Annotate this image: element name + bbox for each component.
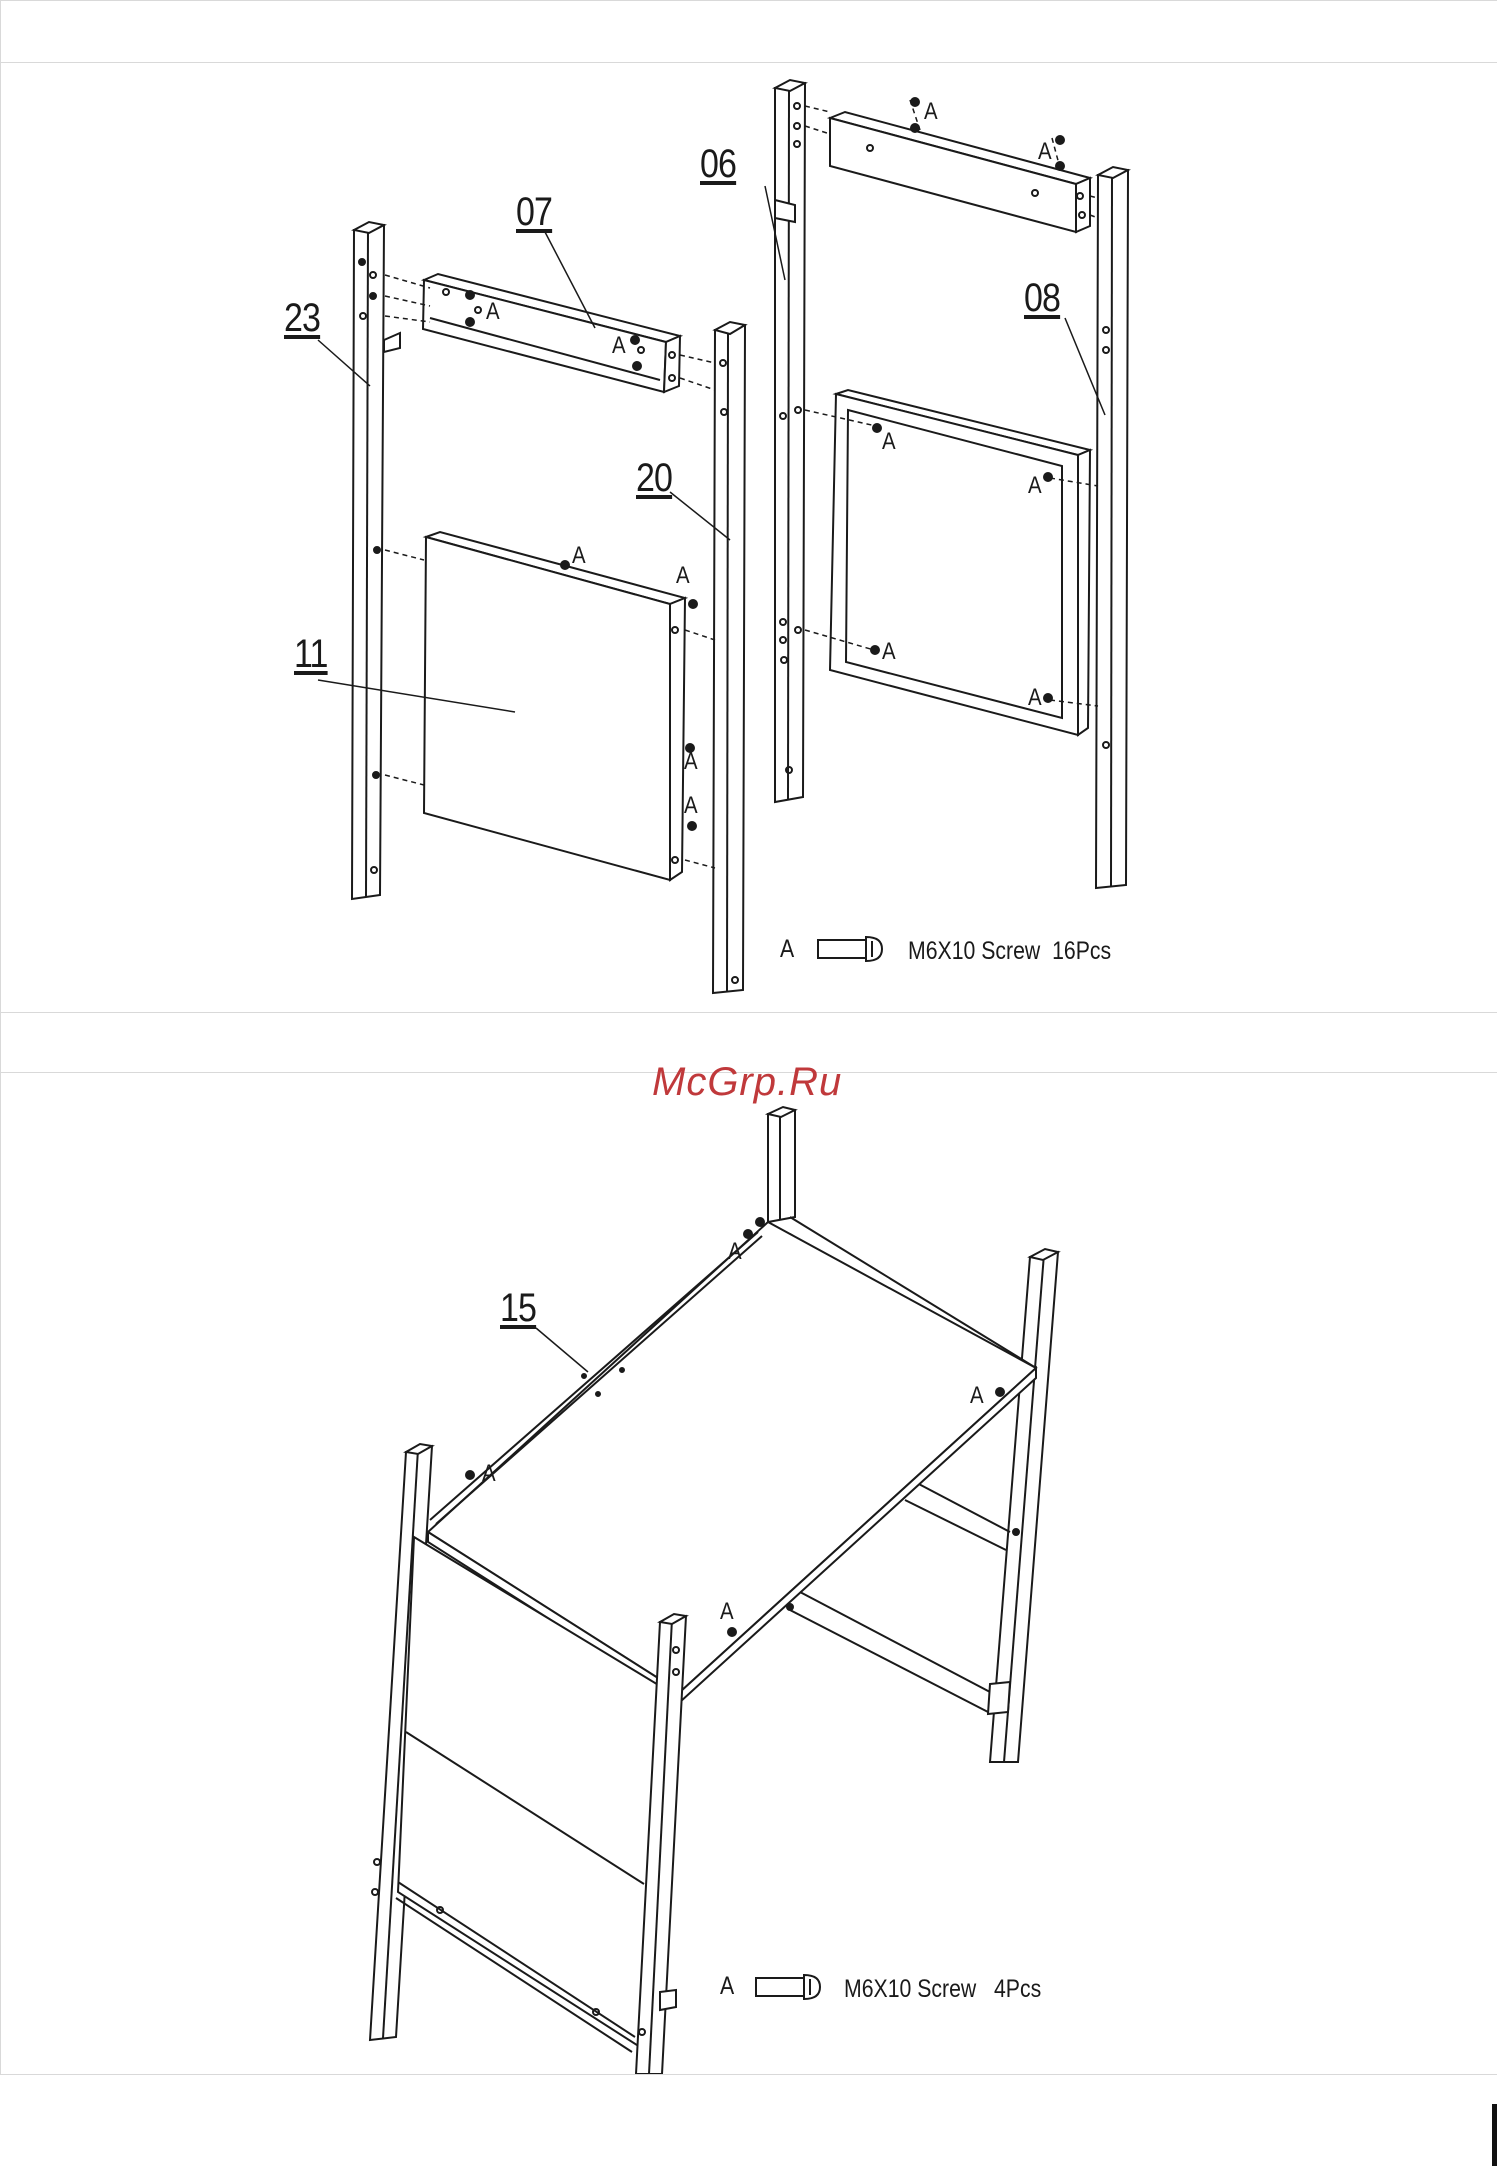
screw-label-a: A <box>882 428 896 456</box>
screw-label-a: A <box>1038 138 1052 166</box>
screw-legend-letter: A <box>780 935 794 964</box>
part-number-23: 23 <box>284 296 320 341</box>
frame-panel <box>830 390 1090 735</box>
page-edge-marker <box>1492 2104 1497 2166</box>
part-number-07: 07 <box>516 190 552 235</box>
screw-legend-text: M6X10 Screw 4Pcs <box>844 1975 1041 2004</box>
leader-line-15 <box>536 1328 588 1372</box>
screw-label-a: A <box>486 298 500 326</box>
part-number-08: 08 <box>1024 276 1060 321</box>
beam-08-top <box>830 112 1090 232</box>
screw-label-a: A <box>720 1598 734 1626</box>
screw-label-a: A <box>572 542 586 570</box>
screw-legend-icon <box>818 937 882 961</box>
part-number-15: 15 <box>500 1286 536 1331</box>
post-23 <box>352 222 400 899</box>
part-number-20: 20 <box>636 456 672 501</box>
screw-label-a: A <box>1028 472 1042 500</box>
screw-legend-icon <box>756 1975 820 1999</box>
part-number-11: 11 <box>294 632 328 677</box>
screw-label-a: A <box>924 98 938 126</box>
post-06 <box>775 80 805 802</box>
step2-drawing <box>0 1072 1497 2074</box>
screw-label-a: A <box>482 1460 496 1488</box>
post-20 <box>713 322 745 993</box>
back-right-post <box>988 1249 1058 1762</box>
screw-legend-letter: A <box>720 1972 734 2001</box>
screw-label-a: A <box>1028 684 1042 712</box>
step2-bottom-rule <box>0 2074 1497 2075</box>
post-08 <box>1096 167 1128 888</box>
step1-bottom-rule <box>0 1012 1497 1013</box>
screw-label-a: A <box>728 1238 742 1266</box>
screw-label-a: A <box>676 562 690 590</box>
screw-label-a: A <box>684 748 698 776</box>
screw-label-a: A <box>882 638 896 666</box>
screw-label-a: A <box>970 1382 984 1410</box>
step2-diagram: 15 A A A A A M6X10 Screw 4Pcs <box>0 1072 1497 2074</box>
panel-11 <box>424 532 685 880</box>
screw-legend-text: M6X10 Screw 16Pcs <box>908 937 1111 966</box>
back-left-post <box>768 1107 795 1222</box>
part-number-06: 06 <box>700 142 736 187</box>
beam-07 <box>423 274 680 392</box>
step1-diagram: 23 07 06 08 20 11 A A A A A A A A A A A … <box>0 0 1497 1012</box>
screw-label-a: A <box>684 792 698 820</box>
screw-label-a: A <box>612 332 626 360</box>
step1-drawing <box>0 0 1497 1012</box>
